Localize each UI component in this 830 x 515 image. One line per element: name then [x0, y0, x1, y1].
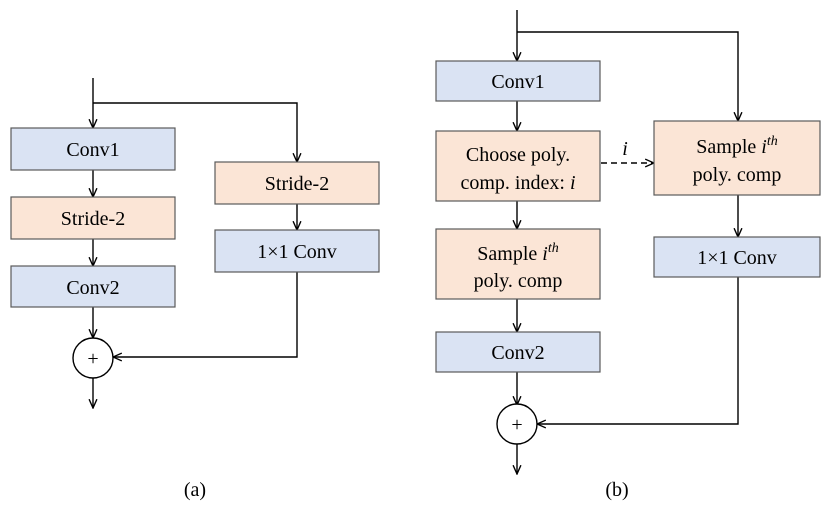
b-sample-right-line1: Sample ith — [696, 134, 777, 158]
b-sample-left-box — [435, 228, 601, 300]
a-stride-left-label: Stride-2 — [61, 208, 125, 230]
panel-a: Conv1 Stride-2 Conv2 Stride-2 1×1 Conv +… — [10, 78, 380, 501]
b-sample-left-line1: Sample ith — [477, 241, 558, 265]
b-choose-label-line2: comp. index: i — [461, 172, 576, 194]
a-conv2-label: Conv2 — [66, 277, 119, 299]
panel-b: Conv1 Choose poly. comp. index: i i Samp… — [435, 10, 821, 501]
b-conv1x1-box — [653, 236, 821, 278]
b-skip-branch-arrow — [517, 31, 738, 121]
b-add-symbol: + — [511, 414, 522, 436]
b-sample-right-sup: th — [767, 134, 778, 149]
b-choose-text: comp. index: — [461, 172, 570, 194]
a-stride-left-box — [10, 196, 176, 240]
b-dashed-arrow-label: i — [622, 138, 628, 160]
b-sample-left-line2: poly. comp — [474, 270, 563, 292]
a-add-symbol: + — [87, 348, 98, 370]
b-sample-left-var: i — [542, 243, 548, 265]
b-sample-right-box — [653, 120, 821, 196]
b-skip-to-add-arrow — [537, 277, 739, 424]
b-conv1-box — [435, 60, 601, 102]
a-add-node — [72, 337, 114, 379]
b-conv2-box — [435, 331, 601, 373]
a-conv1-box — [10, 127, 176, 171]
a-conv1x1-box — [214, 229, 380, 273]
b-add-node — [496, 403, 538, 445]
b-sample-right-text: Sample — [696, 136, 761, 158]
b-sample-left-text: Sample — [477, 243, 542, 265]
panel-b-connectors — [517, 10, 738, 474]
b-conv1x1-label: 1×1 Conv — [697, 247, 777, 269]
a-stride-right-label: Stride-2 — [265, 173, 329, 195]
panel-a-connectors — [93, 78, 297, 408]
a-caption: (a) — [184, 479, 206, 501]
a-stride-right-box — [214, 161, 380, 205]
a-skip-branch-arrow — [93, 102, 297, 162]
a-conv1-label: Conv1 — [66, 139, 119, 161]
b-sample-left-sup: th — [548, 241, 559, 256]
b-sample-right-line2: poly. comp — [693, 164, 782, 186]
b-conv1-label: Conv1 — [491, 71, 544, 93]
a-conv1x1-label: 1×1 Conv — [257, 241, 337, 263]
b-caption: (b) — [605, 479, 628, 501]
a-conv2-box — [10, 265, 176, 308]
b-conv2-label: Conv2 — [491, 342, 544, 364]
a-skip-to-add-arrow — [113, 272, 298, 357]
b-choose-box — [435, 130, 601, 202]
b-choose-var: i — [570, 172, 576, 194]
b-choose-label-line1: Choose poly. — [466, 144, 570, 166]
b-sample-right-var: i — [761, 136, 767, 158]
